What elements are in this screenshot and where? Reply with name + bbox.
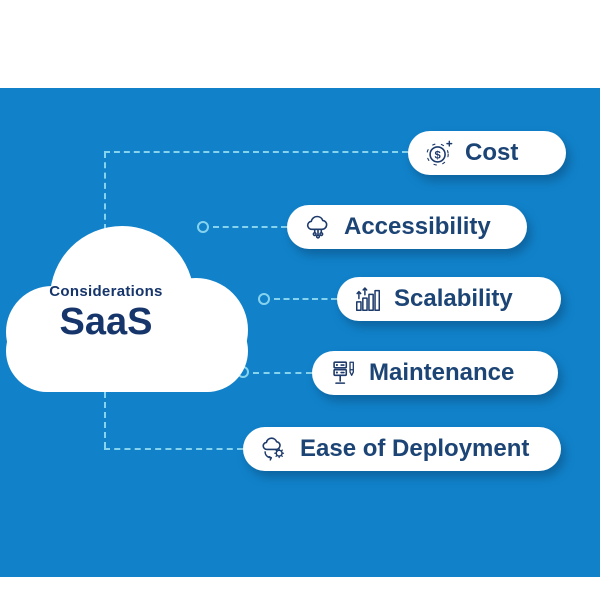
pill-label-ease-of-deployment: Ease of Deployment: [300, 435, 530, 462]
cloud-gear-icon: [259, 434, 289, 464]
growth-bars-icon: [353, 284, 383, 314]
pill-maintenance: Maintenance: [312, 351, 558, 395]
cloud-title: SaaS: [59, 301, 153, 343]
connector-accessibility: [213, 226, 287, 228]
connector-cost-vertical: [104, 152, 106, 230]
pill-cost: $ Cost: [408, 131, 566, 175]
server-icon: [328, 358, 358, 388]
connector-scalability: [274, 298, 337, 300]
dollar-coin-icon: $: [424, 138, 454, 168]
connector-maintenance: [253, 372, 312, 374]
connector-deployment-horizontal: [104, 448, 243, 450]
svg-text:$: $: [434, 150, 441, 162]
pill-label-cost: Cost: [465, 139, 519, 166]
pill-ease-of-deployment: Ease of Deployment: [243, 427, 561, 471]
pill-label-maintenance: Maintenance: [369, 359, 515, 386]
pill-scalability: Scalability: [337, 277, 561, 321]
cloud-subtitle: Considerations: [49, 283, 163, 300]
connector-node-accessibility: [197, 221, 209, 233]
cloud-text-block: Considerations SaaS: [18, 283, 194, 341]
pill-label-scalability: Scalability: [394, 285, 513, 312]
connector-node-scalability: [258, 293, 270, 305]
pill-label-accessibility: Accessibility: [344, 213, 491, 240]
saas-cloud-base: [6, 310, 248, 392]
connector-deployment-vertical: [104, 392, 106, 448]
connector-cost-horizontal: [104, 151, 408, 153]
cloud-circuit-icon: [303, 212, 333, 242]
pill-accessibility: Accessibility: [287, 205, 527, 249]
